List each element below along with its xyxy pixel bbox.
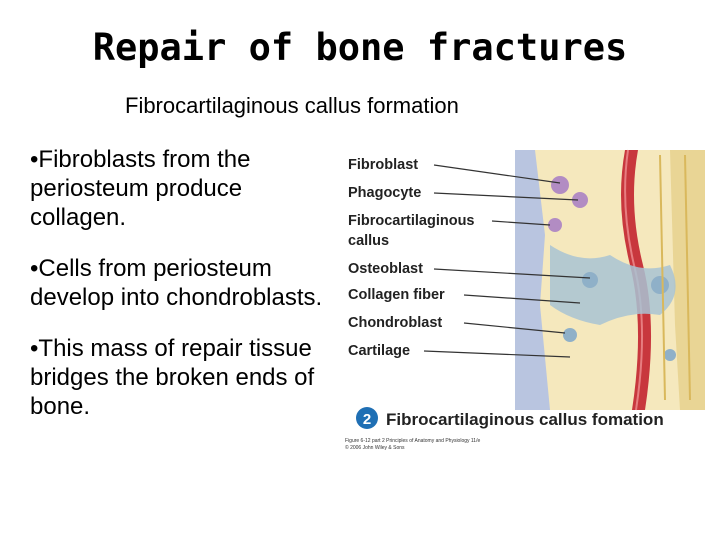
bullet-text: Fibroblasts from the periosteum produce … xyxy=(30,146,250,231)
bullet-text: Cells from periosteum develop into chond… xyxy=(30,255,322,311)
cell-shape xyxy=(548,218,562,232)
cell-shape xyxy=(664,349,676,361)
cell-shape xyxy=(651,276,669,294)
figure-label-fibrocartilaginous: Fibrocartilaginous xyxy=(348,213,475,229)
bullet-item: •Cells from periosteum develop into chon… xyxy=(30,254,330,312)
callus-formation-figure: Fibroblast Phagocyte Fibrocartilaginous … xyxy=(340,145,710,465)
slide-title: Repair of bone fractures xyxy=(0,26,720,69)
cell-shape xyxy=(551,176,569,194)
slide-subtitle: Fibrocartilaginous callus formation xyxy=(125,93,459,119)
figure-caption: Fibrocartilaginous callus fomation xyxy=(386,410,664,429)
bullet-item: •Fibroblasts from the periosteum produce… xyxy=(30,145,330,232)
figure-label-phagocyte: Phagocyte xyxy=(348,185,421,201)
cell-shape xyxy=(563,328,577,342)
figure-label-fibroblast: Fibroblast xyxy=(348,157,418,173)
figure-label-cartilage: Cartilage xyxy=(348,343,410,359)
figure-label-chondroblast: Chondroblast xyxy=(348,315,442,331)
figure-label-collagen-fiber: Collagen fiber xyxy=(348,287,445,303)
figure-credit-line-2: © 2006 John Wiley & Sons xyxy=(345,444,405,451)
figure-credit-line-1: Figure 6-12 part 2 Principles of Anatomy… xyxy=(345,438,480,444)
bullet-list: •Fibroblasts from the periosteum produce… xyxy=(30,145,330,443)
step-number: 2 xyxy=(363,411,371,428)
figure-label-osteoblast: Osteoblast xyxy=(348,261,423,277)
cell-shape xyxy=(582,272,598,288)
bone-illustration xyxy=(515,150,705,410)
figure-label-callus: callus xyxy=(348,233,389,249)
bullet-item: •This mass of repair tissue bridges the … xyxy=(30,334,330,421)
bullet-text: This mass of repair tissue bridges the b… xyxy=(30,335,314,420)
